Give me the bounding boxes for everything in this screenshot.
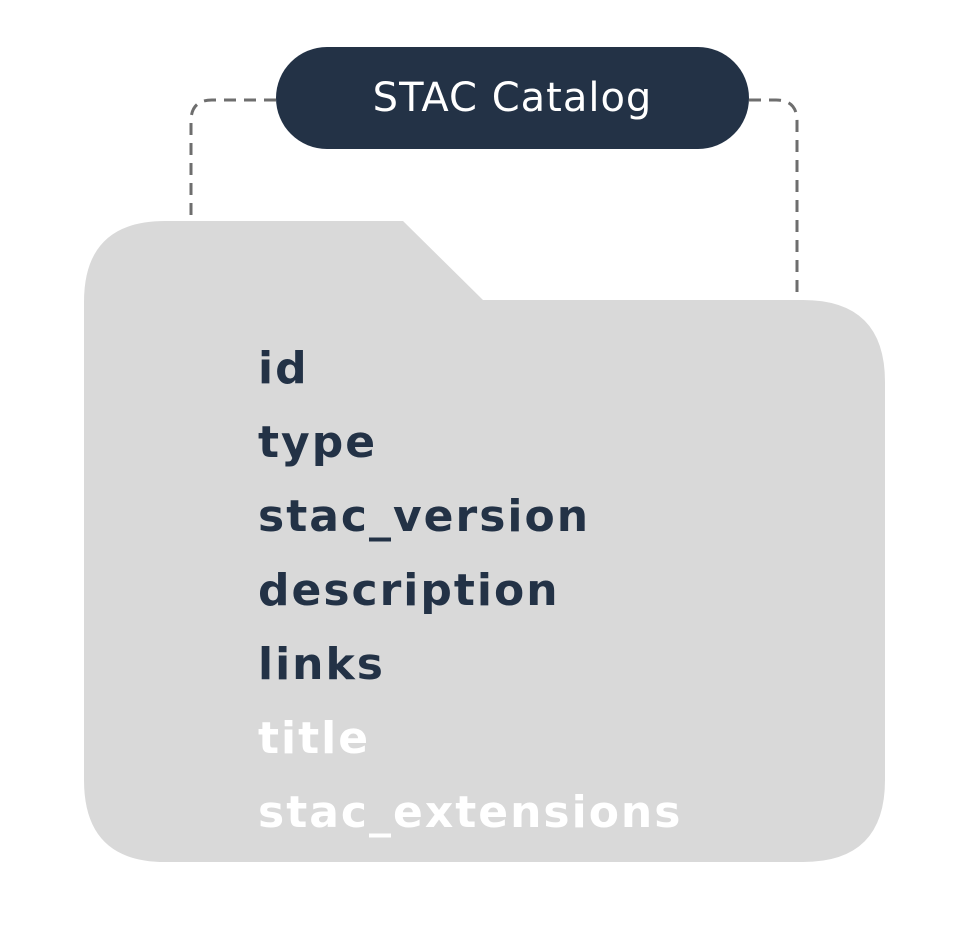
field-description: description [258, 565, 560, 616]
field-title: title [258, 713, 371, 764]
field-stac-extensions: stac_extensions [258, 787, 683, 838]
connector-right [749, 98, 799, 300]
field-type: type [258, 417, 378, 468]
field-list: id type stac_version description links t… [258, 332, 818, 850]
stac-catalog-text: STAC Catalog [372, 75, 653, 121]
field-stac-version: stac_version [258, 491, 591, 542]
folder-icon [84, 221, 885, 862]
stac-catalog-label: STAC Catalog [276, 47, 749, 149]
field-links: links [258, 639, 385, 690]
field-id: id [258, 343, 309, 394]
connector-left [189, 98, 276, 220]
